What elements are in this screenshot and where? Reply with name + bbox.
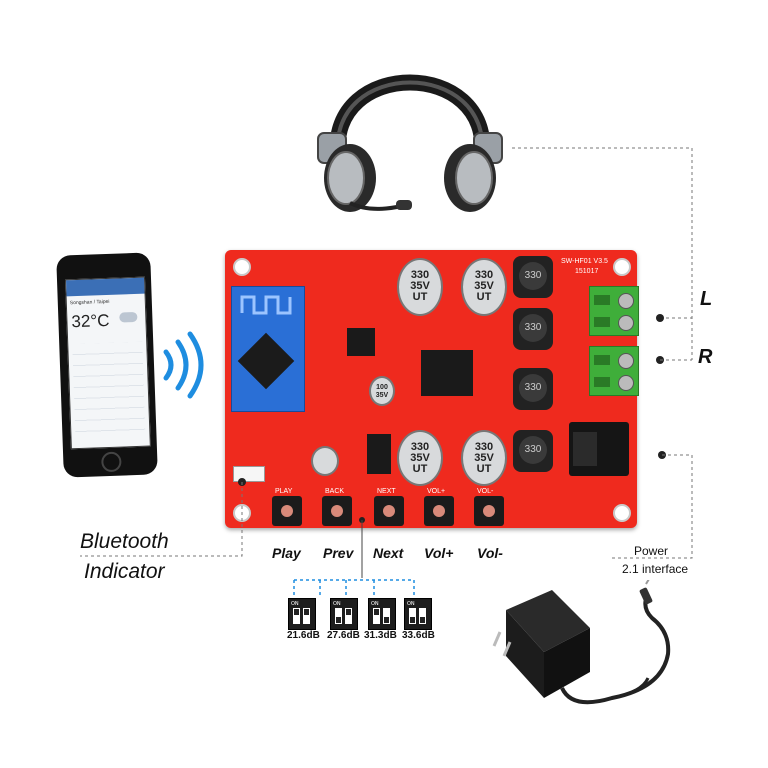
gain-value-3: 31.3dB [364,630,397,641]
next-label: Next [373,545,404,561]
board-date-code: 151017 [575,268,599,275]
small-ic [347,328,375,356]
gain-dip-1: ON [288,598,316,630]
amplifier-ic [415,350,479,396]
bluetooth-indicator-label-line2: Indicator [84,560,165,583]
board-model: SW-HF01 V3.5 [561,258,608,265]
dip-switch [367,434,391,474]
bluetooth-led [233,466,265,482]
bluetooth-module [231,286,305,412]
inductor: 330 [513,308,553,350]
headphones-image [317,74,503,212]
bluetooth-indicator-label-line1: Bluetooth [80,530,169,553]
mounting-hole [613,258,631,276]
right-channel-label: R [698,346,713,368]
mounting-hole [233,258,251,276]
volume-down-label: Vol- [477,545,503,561]
volume-down-button[interactable] [474,496,504,526]
gain-value-1: 21.6dB [287,630,320,641]
power-adapter-image [492,580,671,705]
power-jack [569,422,629,476]
gain-dip-3: ON [368,598,396,630]
prev-label: Prev [323,545,354,561]
power-interface-label: 2.1 interface [622,562,689,576]
gain-dip-2: ON [330,598,358,630]
mounting-hole [613,504,631,522]
gain-dip-4: ON [404,598,432,630]
gain-value-2: 27.6dB [327,630,360,641]
silk-next: NEXT [377,488,396,495]
next-button[interactable] [374,496,404,526]
volume-up-button[interactable] [424,496,454,526]
silk-volp: VOL+ [427,488,446,495]
gain-value-4: 33.6dB [402,630,435,641]
terminal-right [589,346,639,396]
inductor: 330 [513,430,553,472]
left-channel-label: L [700,288,713,310]
play-button[interactable] [272,496,302,526]
prev-button[interactable] [322,496,352,526]
small-capacitor [311,446,339,476]
silk-volm: VOL- [477,488,494,495]
silk-back: BACK [325,488,345,495]
power-label: Power [634,544,669,558]
silk-play: PLAY [275,488,293,495]
volume-up-label: Vol+ [424,545,454,561]
inductor: 330 [513,368,553,410]
terminal-left [589,286,639,336]
play-label: Play [272,545,301,561]
inductor: 330 [513,256,553,298]
wireless-signal-icon [163,331,204,399]
